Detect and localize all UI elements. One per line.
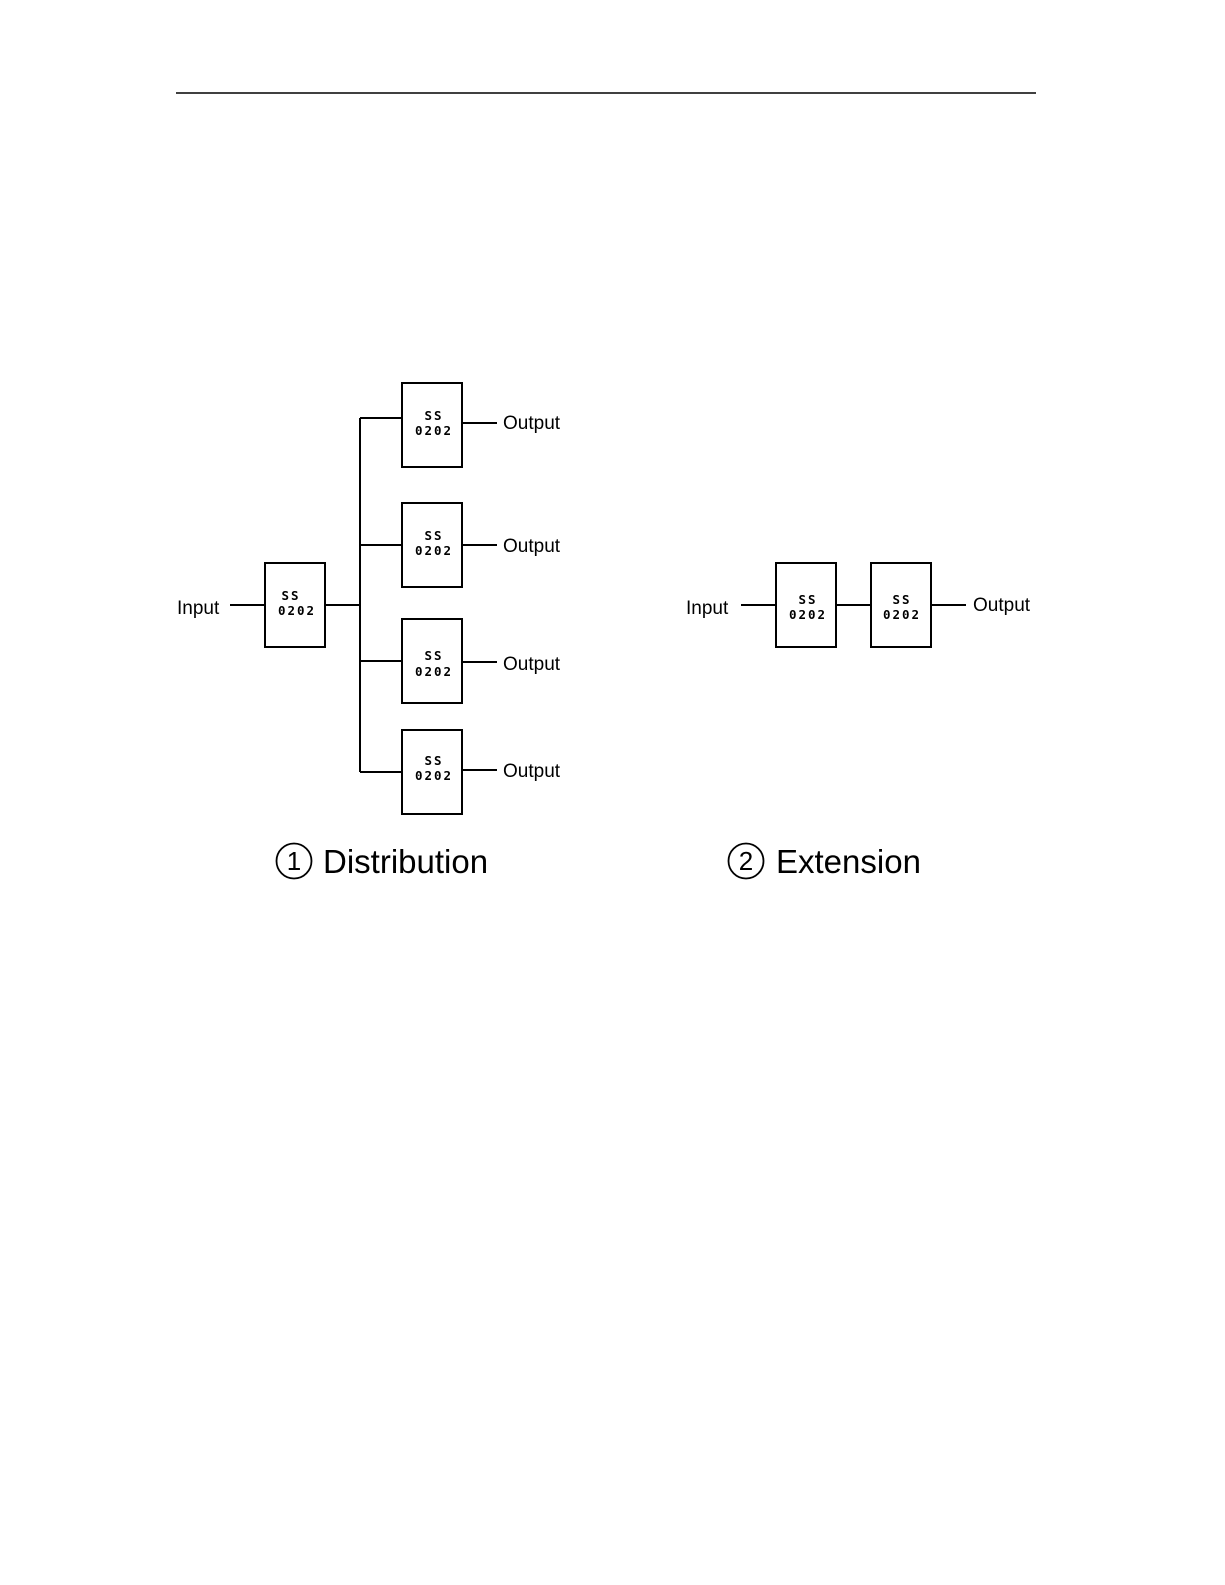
distribution-output-label: Output (503, 413, 561, 434)
branch-device: SS 0202 (402, 730, 462, 814)
extension-caption-text: Extension (776, 843, 921, 880)
distribution-output-label: Output (503, 536, 561, 557)
distribution-output-label: Output (503, 761, 561, 782)
device-label-line2: 0202 (415, 543, 453, 558)
extension-number: 2 (739, 846, 753, 876)
device-label-line1: SS (424, 753, 443, 768)
device-label-line2: 0202 (415, 423, 453, 438)
device-label-line1: SS (424, 528, 443, 543)
extension-caption: 2 Extension (729, 843, 921, 880)
device-label-line2: 0202 (415, 664, 453, 679)
device-label-line2: 0202 (278, 603, 316, 618)
device-label-line1: SS (281, 588, 300, 603)
device-label-line1: SS (892, 592, 911, 607)
distribution-caption-text: Distribution (323, 843, 488, 880)
device-label-line2: 0202 (415, 768, 453, 783)
device-label-line1: SS (798, 592, 817, 607)
device-label-line1: SS (424, 408, 443, 423)
distribution-number: 1 (287, 846, 301, 876)
extension-input-label: Input (686, 598, 729, 619)
branch-device: SS 0202 (402, 383, 462, 467)
device-label-line1: SS (424, 648, 443, 663)
branch-device: SS 0202 (402, 503, 462, 587)
distribution-diagram: Input SS 0202 SS 0202 Output SS 0202 Out… (177, 383, 561, 880)
source-device: SS 0202 (265, 563, 325, 647)
extension-device-1: SS 0202 (776, 563, 836, 647)
device-label-line2: 0202 (789, 607, 827, 622)
extension-diagram: Input SS 0202 SS 0202 Output 2 Extension (686, 563, 1031, 880)
device-label-line2: 0202 (883, 607, 921, 622)
distribution-caption: 1 Distribution (277, 843, 489, 880)
extension-output-label: Output (973, 595, 1031, 616)
distribution-input-label: Input (177, 598, 220, 619)
branch-device: SS 0202 (402, 619, 462, 703)
distribution-output-label: Output (503, 654, 561, 675)
extension-device-2: SS 0202 (871, 563, 931, 647)
